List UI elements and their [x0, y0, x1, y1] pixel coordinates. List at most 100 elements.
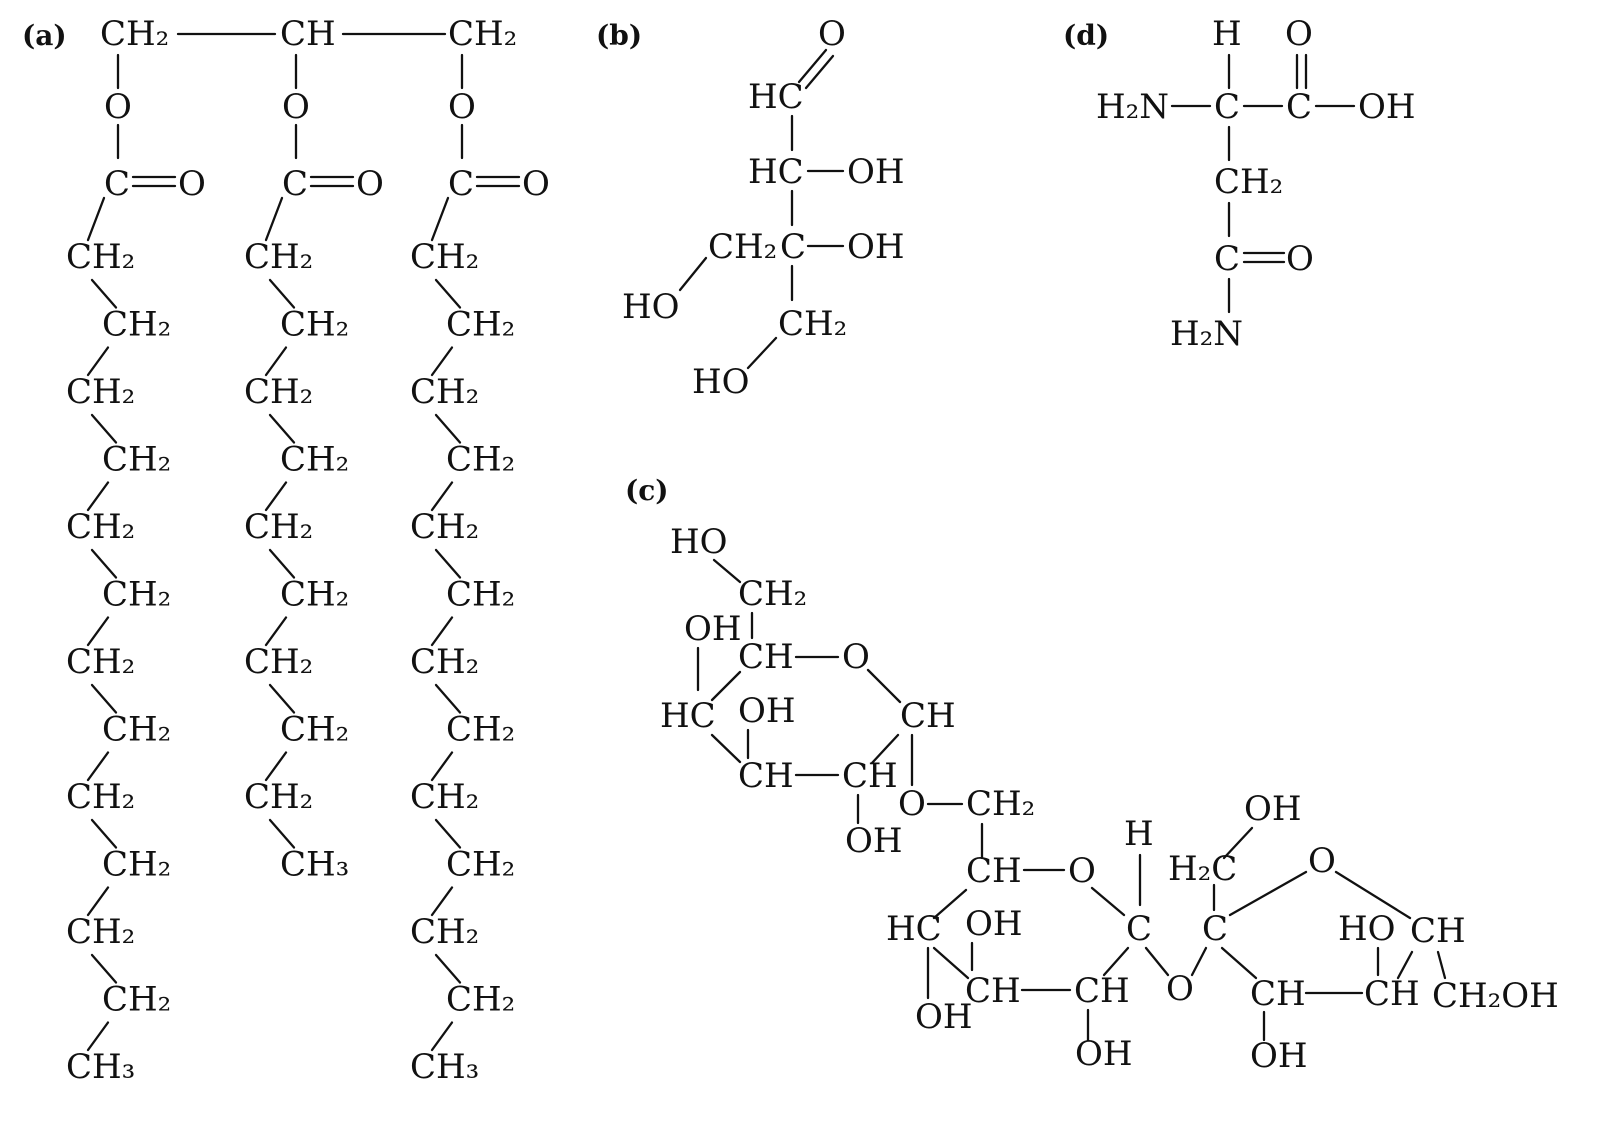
chain-ch2: CH₂: [102, 845, 171, 885]
carbonyl-oxygen-2: O: [356, 164, 384, 204]
alpha-carbon: C: [1214, 87, 1240, 127]
chain-bond: [86, 751, 110, 782]
bond: [1222, 826, 1254, 860]
chain-bond: [434, 818, 462, 849]
panel-c-carbohydrate: (c) HO CH₂ OH CH O CH HC OH CH CH OH O C…: [625, 474, 1559, 1076]
carbonyl-carbon-2: C: [282, 164, 308, 204]
chain-bond: [268, 683, 296, 714]
panel-label-b: (b): [596, 19, 642, 52]
panel-label-d: (d): [1063, 19, 1109, 52]
chain-ch2: CH₂: [244, 777, 313, 817]
side-chain-ch2: CH₂: [1214, 162, 1283, 202]
ring1-c3: CH: [738, 756, 794, 796]
ring1-c2: CH: [842, 756, 898, 796]
chain-ch2: CH₂: [66, 777, 135, 817]
chain-ch2: CH₂: [102, 980, 171, 1020]
bond: [1102, 946, 1130, 977]
branch-hydroxyl: HO: [622, 287, 680, 327]
chain-ch2: CH₂: [410, 372, 479, 412]
ring2-c1-hydrogen: H: [1124, 814, 1154, 854]
ring2-c4: HC: [886, 909, 942, 949]
chain-bond: [430, 751, 454, 782]
chain-ch2: CH₂: [66, 507, 135, 547]
c4-ch2: CH₂: [778, 304, 847, 344]
chain-ch2: CH₂: [446, 440, 515, 480]
carbonyl-oxygen-3: O: [522, 164, 550, 204]
chain-ch3-terminal: CH₃: [410, 1047, 479, 1087]
ring1-c6-hydroxyl: HO: [670, 522, 728, 562]
bond: [932, 888, 968, 920]
chain-bond: [264, 481, 288, 512]
bond: [710, 670, 742, 702]
chain-bond: [90, 278, 118, 309]
chain-bond: [430, 886, 454, 917]
chain-bond: [430, 481, 454, 512]
c2-hc: HC: [748, 152, 804, 192]
chain-bond: [86, 886, 110, 917]
ring3-oxygen: O: [1308, 841, 1336, 881]
chain-bond: [86, 196, 106, 242]
chain-bond: [268, 548, 296, 579]
chain-bond: [86, 1021, 110, 1052]
c3-ch2-carbon: CH₂: [708, 227, 777, 267]
chain-ch2: CH₂: [102, 440, 171, 480]
chain-ch2: CH₂: [102, 575, 171, 615]
carbonyl-oxygen-1: O: [178, 164, 206, 204]
ring1-c3-hydroxyl: OH: [738, 691, 796, 731]
glycosidic-oxygen-1: O: [898, 784, 926, 824]
bond: [678, 256, 708, 292]
chain-ch3-terminal: CH₃: [280, 845, 349, 885]
ring3-c1-hydroxyl: OH: [1244, 789, 1302, 829]
ring3-c5: CH: [1410, 911, 1466, 951]
ester-oxygen-2: O: [282, 87, 310, 127]
chain-bond: [90, 683, 118, 714]
backbone-ch2-left: CH₂: [100, 14, 169, 54]
ring2-c3: CH: [965, 971, 1021, 1011]
chain-bond: [86, 616, 110, 647]
backbone-ch-middle: CH: [280, 14, 336, 54]
ring2-c4-hydroxyl: OH: [915, 997, 973, 1037]
chain-bond: [430, 616, 454, 647]
chain-ch2: CH₂: [244, 372, 313, 412]
c2-hydroxyl: OH: [847, 152, 905, 192]
chain-ch2: CH₂: [410, 642, 479, 682]
chain-ch2: CH₂: [244, 507, 313, 547]
ring2-oxygen: O: [1068, 851, 1096, 891]
chain-ch2: CH₂: [446, 575, 515, 615]
aldehyde-carbon: HC: [748, 77, 804, 117]
ring2-c2: CH: [1074, 971, 1130, 1011]
ring2-c3-hydroxyl: OH: [965, 904, 1023, 944]
bond: [1220, 946, 1258, 980]
ring1-c6-ch2: CH₂: [738, 574, 807, 614]
ring2-c6-ch2: CH₂: [966, 784, 1035, 824]
panel-label-c: (c): [625, 474, 669, 507]
chain-ch2: CH₂: [280, 305, 349, 345]
c4-hydroxyl: HO: [692, 362, 750, 402]
chain-ch2: CH₂: [410, 237, 479, 277]
amide-carbon: C: [1214, 239, 1240, 279]
bond: [932, 946, 970, 980]
chain-bond: [86, 481, 110, 512]
chain-bond: [434, 683, 462, 714]
carbonyl-carbon-3: C: [448, 164, 474, 204]
chain-bond: [86, 346, 110, 377]
alpha-hydrogen: H: [1212, 14, 1242, 54]
chain-bond: [90, 818, 118, 849]
bond: [1144, 946, 1170, 977]
amino-group: H₂N: [1096, 87, 1169, 127]
bond: [866, 668, 902, 704]
chain-ch2: CH₂: [446, 305, 515, 345]
chain-bond: [264, 751, 288, 782]
bond: [1436, 950, 1447, 980]
bond: [1334, 870, 1412, 920]
amide-nitrogen: H₂N: [1170, 314, 1243, 354]
backbone-ch2-right: CH₂: [448, 14, 517, 54]
ring2-c5: CH: [966, 851, 1022, 891]
chain-bond: [264, 616, 288, 647]
chain-bond: [90, 548, 118, 579]
chain-ch2: CH₂: [446, 845, 515, 885]
ring3-c2: C: [1202, 909, 1228, 949]
bond: [1228, 870, 1308, 917]
